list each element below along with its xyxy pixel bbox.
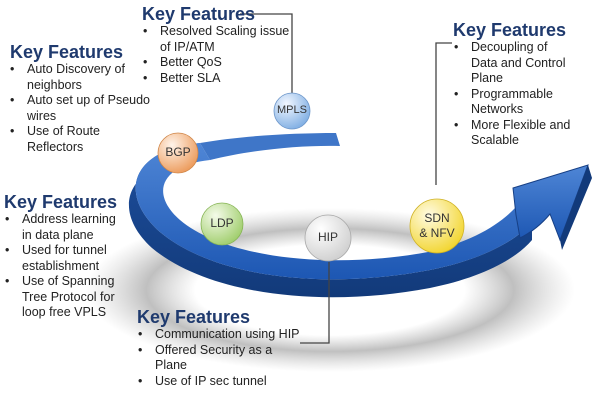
list-item: Auto set up of Pseudo wires xyxy=(3,93,150,124)
bgp-node[interactable] xyxy=(157,132,199,174)
hip-node-label: HIP xyxy=(317,230,338,244)
list-item: Better QoS xyxy=(136,55,302,71)
mpls-features-block: Key Features Resolved Scaling issue of I… xyxy=(142,4,302,86)
ldp-features-list: Address learning in data plane Used for … xyxy=(0,212,126,321)
list-item: Address learning in data plane xyxy=(0,212,126,243)
list-item: Communication using HIP xyxy=(131,327,303,343)
list-item: Decoupling of Data and Control Plane xyxy=(447,40,571,87)
cycle-band-back xyxy=(200,133,340,160)
mpls-node[interactable] xyxy=(273,92,311,130)
bgp-features-block: Key Features Auto Discovery of neighbors… xyxy=(10,42,150,155)
sdn-node-label: SDN & NFV xyxy=(412,211,462,241)
sdn-features-heading: Key Features xyxy=(453,20,567,40)
hip-connector xyxy=(300,262,330,344)
hip-features-heading: Key Features xyxy=(137,307,251,327)
bgp-features-list: Auto Discovery of neighbors Auto set up … xyxy=(3,62,150,155)
mpls-features-heading: Key Features xyxy=(142,4,256,24)
list-item: Use of IP sec tunnel xyxy=(131,374,303,390)
list-item: Resolved Scaling issue of IP/ATM xyxy=(136,24,302,55)
sdn-features-block: Key Features Decoupling of Data and Cont… xyxy=(453,20,589,149)
hip-features-list: Communication using HIP Offered Security… xyxy=(131,327,303,389)
list-item: Better SLA xyxy=(136,71,302,87)
sdn-features-list: Decoupling of Data and Control Plane Pro… xyxy=(447,40,571,149)
ldp-features-block: Key Features Address learning in data pl… xyxy=(4,192,144,321)
sdn-node[interactable] xyxy=(409,198,465,254)
list-item: Use of Route Reflectors xyxy=(3,124,150,155)
ldp-node[interactable] xyxy=(200,202,244,246)
arrow-head xyxy=(512,164,589,242)
hip-features-block: Key Features Communication using HIP Off… xyxy=(137,307,337,389)
list-item: Auto Discovery of neighbors xyxy=(3,62,150,93)
list-item: Use of Spanning Tree Protocol for loop f… xyxy=(0,274,126,321)
sdn-node-label-line2: & NFV xyxy=(419,226,455,240)
ldp-features-heading: Key Features xyxy=(4,192,118,212)
list-item: Offered Security as a Plane xyxy=(131,343,303,374)
mpls-node-label: MPLS xyxy=(277,104,307,116)
sdn-node-label-line1: SDN xyxy=(424,211,450,225)
list-item: Programmable Networks xyxy=(447,87,571,118)
list-item: Used for tunnel establishment xyxy=(0,243,126,274)
ldp-node-label: LDP xyxy=(210,216,234,230)
bgp-node-label: BGP xyxy=(165,145,191,159)
bgp-features-heading: Key Features xyxy=(10,42,124,62)
arrow-head-side xyxy=(560,165,592,250)
mpls-features-list: Resolved Scaling issue of IP/ATM Better … xyxy=(136,24,302,86)
hip-node[interactable] xyxy=(304,214,352,262)
list-item: More Flexible and Scalable xyxy=(447,118,571,149)
